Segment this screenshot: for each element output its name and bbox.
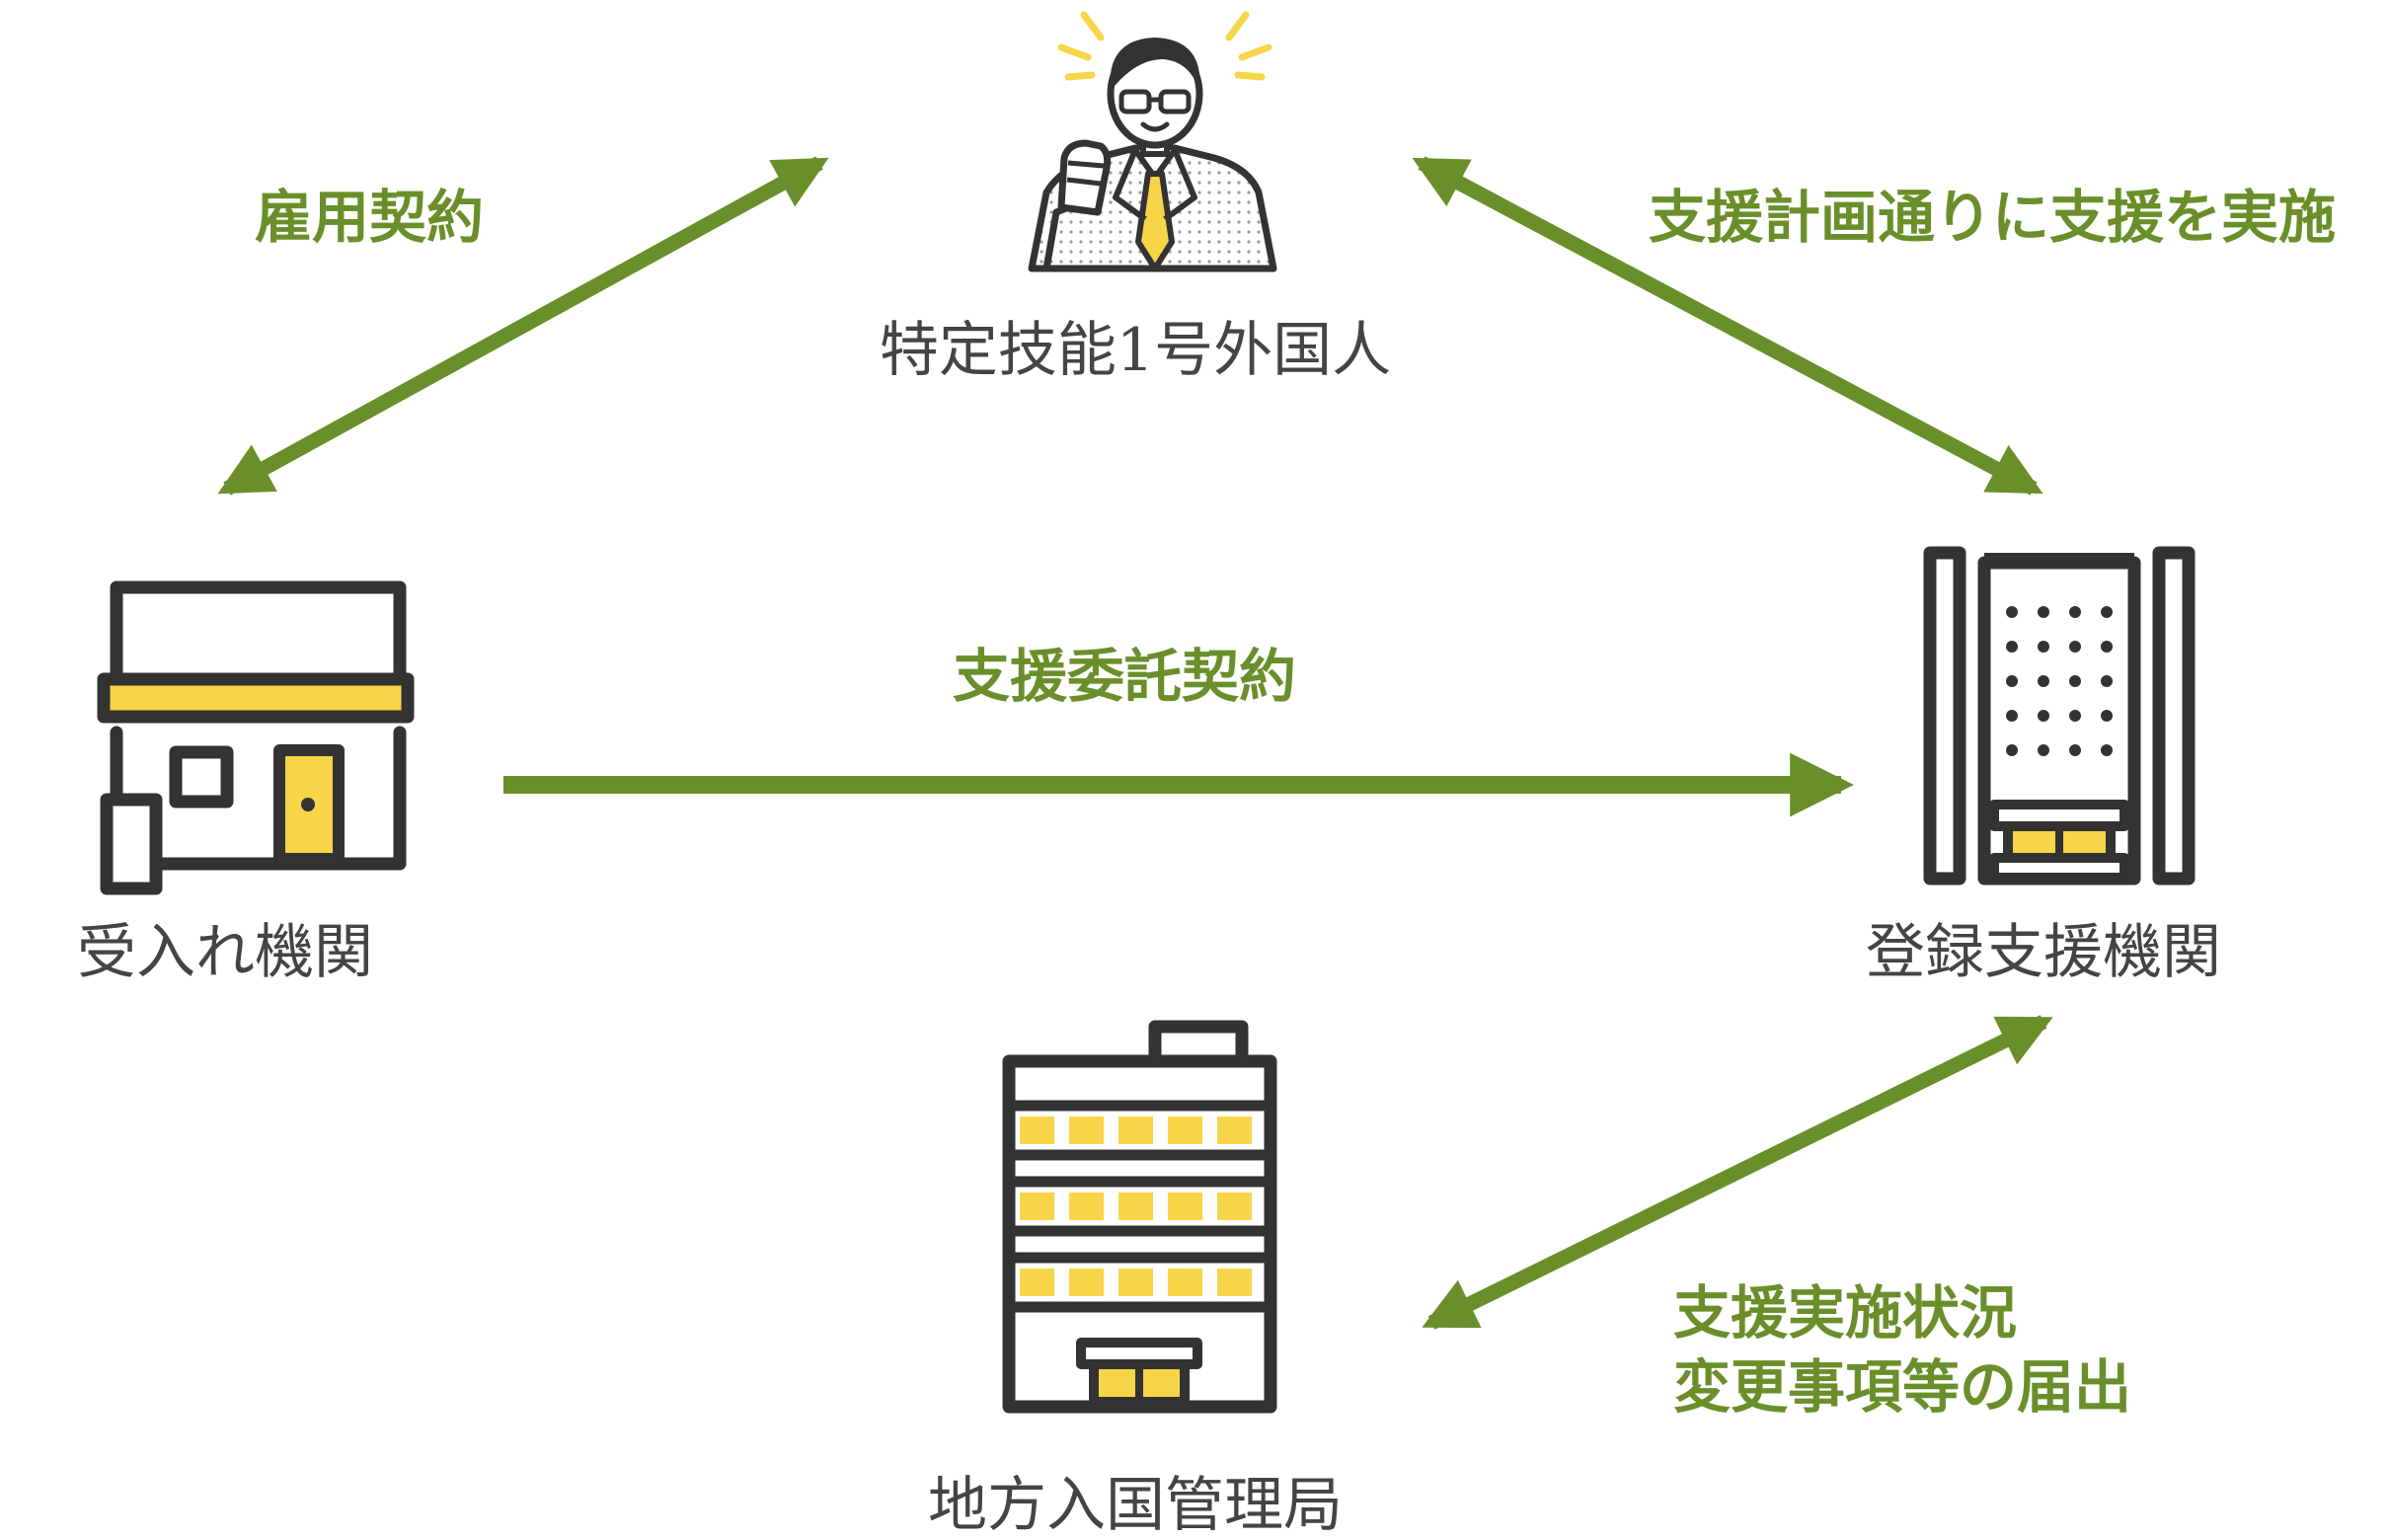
report-arrow <box>1422 1015 2053 1330</box>
employment-label: 雇用契約 <box>255 184 484 251</box>
shop-icon <box>97 580 415 895</box>
office-tower-icon <box>1923 546 2196 886</box>
tower-windows <box>2006 606 2113 756</box>
businessman-icon <box>1028 11 1277 272</box>
worker-label: 特定技能1号外国人 <box>880 316 1391 385</box>
report-label-line1: 支援実施状況 <box>1673 1279 2017 1347</box>
report-label-line2: 変更事項等の届出 <box>1673 1353 2131 1421</box>
support-execution-arrow <box>1412 156 2043 496</box>
employment-arrow <box>217 156 829 496</box>
employer-label: 受入れ機関 <box>77 918 373 987</box>
building-windows <box>1020 1116 1252 1296</box>
government-building-icon <box>1002 1020 1277 1414</box>
support-org-label: 登録支援機関 <box>1866 918 2221 987</box>
immigration-label: 地方入国管理局 <box>928 1471 1343 1540</box>
support-execution-label: 支援計画通りに支援を実施 <box>1649 184 2336 251</box>
support-contract-label: 支援委託契約 <box>953 643 1296 710</box>
